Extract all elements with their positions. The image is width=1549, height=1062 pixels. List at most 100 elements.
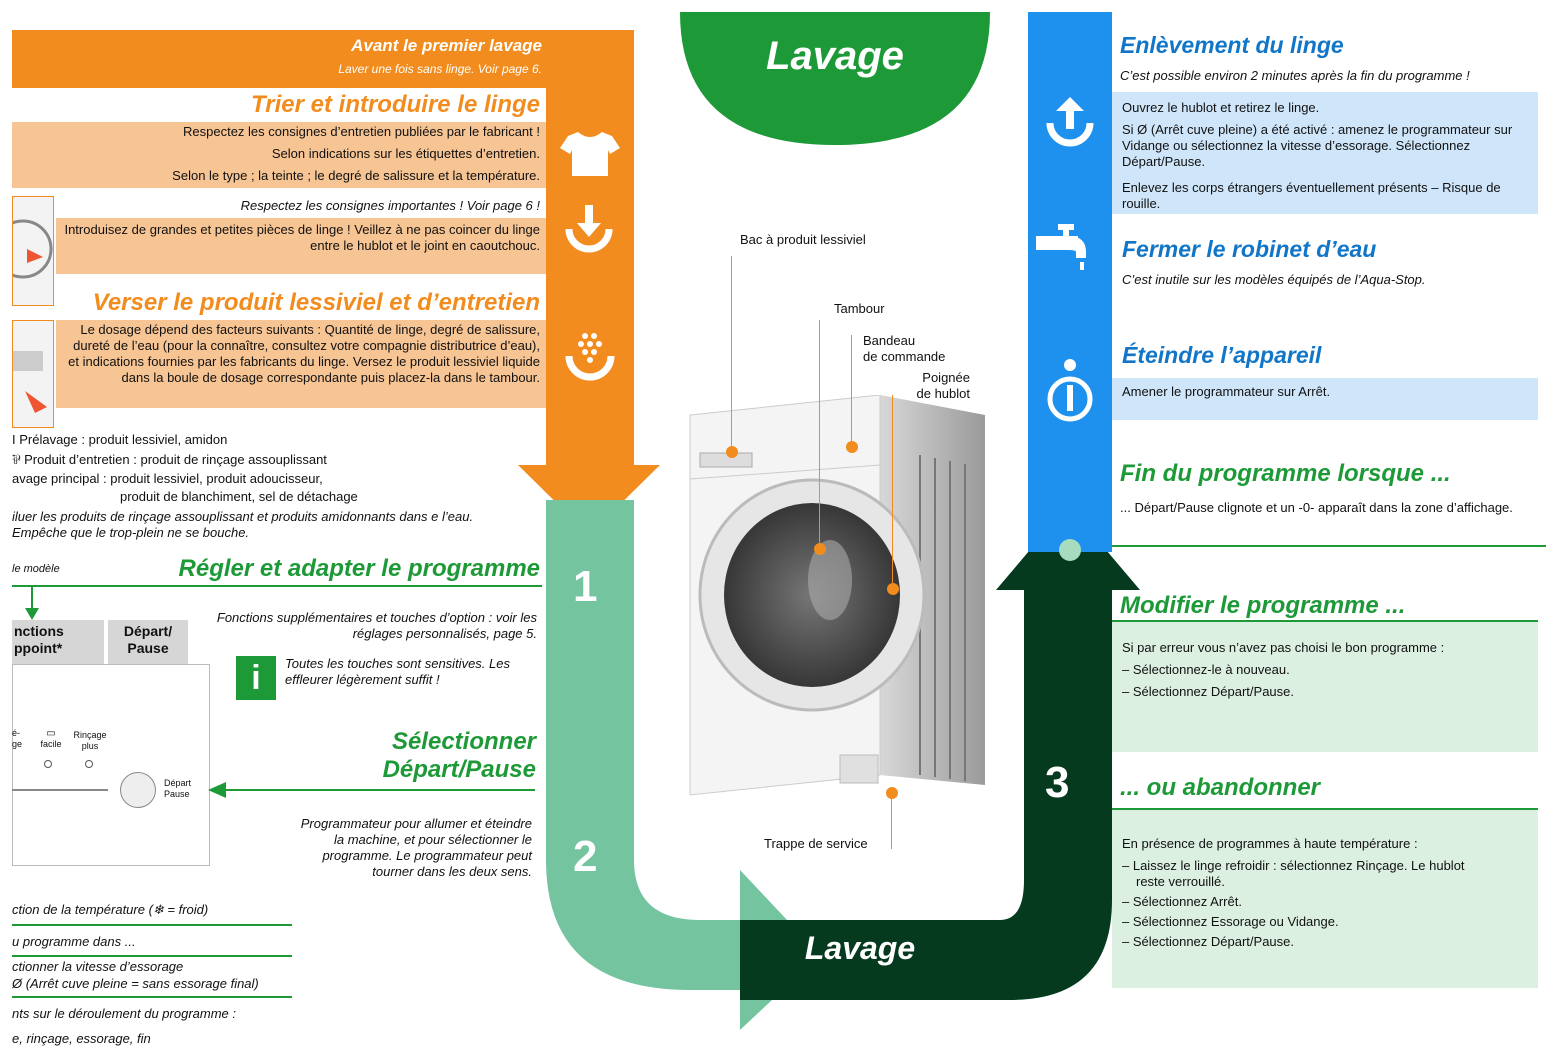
- step-number-2: 2: [573, 832, 598, 881]
- label-bac: Bac à produit lessiviel: [740, 232, 866, 247]
- abandonner-item: – Sélectionnez Départ/Pause.: [1122, 934, 1294, 949]
- compartment-4: produit de blanchiment, sel de détachage: [120, 489, 358, 504]
- teal-band: [546, 500, 820, 1030]
- avant-title: Avant le premier lavage: [351, 36, 542, 55]
- compartment-2: ⅌ Produit d’entretien : produit de rinça…: [12, 452, 327, 467]
- modifier-item: – Sélectionnez-le à nouveau.: [1122, 662, 1290, 677]
- top-lavage-title: Lavage: [766, 34, 904, 78]
- abandonner-item: – Sélectionnez Arrêt.: [1122, 894, 1242, 909]
- fonctions-button[interactable]: nctions ppoint*: [12, 620, 104, 665]
- enlevement-line-1: Ouvrez le hublot et retirez le linge.: [1122, 100, 1320, 115]
- bottom-line-6: e, rinçage, essorage, fin: [12, 1031, 151, 1046]
- compartment-1: I Prélavage : produit lessiviel, amidon: [12, 432, 228, 447]
- verser-title: Verser le produit lessiviel et d’entreti…: [92, 289, 540, 316]
- step-number-1: 1: [573, 562, 598, 611]
- panel-depart-label: Départ Pause: [164, 778, 192, 799]
- fermer-subtitle: C’est inutile sur les modèles équipés de…: [1122, 272, 1426, 287]
- download-arrow-icon: [565, 205, 613, 253]
- bottom-lavage-title: Lavage: [804, 930, 916, 966]
- step-number-3: 3: [1045, 758, 1070, 807]
- bottom-line-4: Ø (Arrêt cuve pleine = sans essorage fin…: [12, 976, 259, 991]
- compartment-3: avage principal : produit lessiviel, pro…: [12, 471, 323, 486]
- eteindre-text: Amener le programmateur sur Arrêt.: [1122, 384, 1331, 399]
- dot-poignee: [887, 583, 899, 595]
- introduire-text: Introduisez de grandes et petites pièces…: [64, 222, 540, 253]
- depart-pointer-line: [225, 789, 535, 791]
- bottom-rule-1: [12, 924, 292, 926]
- abandonner-rule: [1112, 808, 1538, 810]
- eteindre-box: [1112, 378, 1538, 420]
- abandonner-title: ... ou abandonner: [1120, 774, 1321, 801]
- modifier-rule: [1112, 620, 1538, 622]
- light-dot: [1059, 539, 1081, 561]
- panel-option-3[interactable]: Rinçage plus: [73, 730, 107, 751]
- enlevement-line-3: Enlevez les corps étrangers éventuelleme…: [1122, 180, 1501, 211]
- dot-bandeau: [846, 441, 858, 453]
- trier-line-1: Respectez les consignes d’entretien publ…: [183, 124, 540, 139]
- detergent-icon: [565, 333, 615, 381]
- upload-arrow-icon: [1046, 97, 1094, 147]
- dark-green-band: [740, 505, 1140, 1000]
- dot-tambour: [814, 543, 826, 555]
- verser-box: [56, 320, 546, 408]
- trier-line-3: Selon le type ; la teinte ; le degré de …: [172, 168, 540, 183]
- dot-bac: [726, 446, 738, 458]
- panel-option-2[interactable]: ▭ facile: [36, 728, 66, 750]
- green-down-arrow: [25, 586, 39, 620]
- enlevement-subtitle: C’est possible environ 2 minutes après l…: [1120, 68, 1470, 83]
- abandonner-intro: En présence de programmes à haute tempér…: [1122, 836, 1418, 851]
- iron-icon: ▭: [46, 728, 56, 739]
- label-trappe: Trappe de service: [764, 836, 868, 851]
- lead-tambour: [819, 320, 820, 543]
- panel-option-1[interactable]: é- ge: [12, 728, 23, 749]
- abandonner-box: [1112, 810, 1538, 988]
- bottom-rule-3: [12, 996, 292, 998]
- shirt-icon: [560, 132, 620, 176]
- fin-text: ... Départ/Pause clignote et un -0- appa…: [1120, 500, 1513, 515]
- lead-bandeau: [851, 335, 852, 441]
- enlevement-box: [1112, 92, 1538, 214]
- trier-line-2: Selon indications sur les étiquettes d’e…: [271, 146, 540, 161]
- regler-title: Régler et adapter le programme: [178, 555, 540, 582]
- dot-trappe: [886, 787, 898, 799]
- regler-rule: [12, 585, 542, 587]
- trier-title: Trier et introduire le linge: [251, 91, 540, 118]
- introduire-box: [56, 218, 546, 274]
- modifier-box: [1112, 622, 1538, 752]
- fin-rule: [1112, 545, 1546, 547]
- avant-subtitle: Laver une fois sans linge. Voir page 6.: [338, 62, 542, 76]
- selectionner-title-2: Départ/Pause: [382, 756, 536, 783]
- enlevement-line-2: Si Ø (Arrêt cuve pleine) a été activé : …: [1122, 122, 1513, 169]
- abandonner-item: – Sélectionnez Essorage ou Vidange.: [1122, 914, 1339, 929]
- abandonner-list: – Laissez le linge refroidir : sélection…: [1122, 858, 1482, 950]
- led-2: [44, 760, 52, 768]
- led-3: [85, 760, 93, 768]
- fermer-title: Fermer le robinet d’eau: [1122, 236, 1377, 262]
- bottom-line-1: ction de la température (❄ = froid): [12, 902, 209, 917]
- modifier-item: – Sélectionnez Départ/Pause.: [1122, 684, 1294, 699]
- modele-label: le modèle: [12, 563, 60, 575]
- modifier-title: Modifier le programme ...: [1120, 592, 1406, 619]
- bottom-rule-2: [12, 955, 292, 957]
- panel-option-2-label: facile: [40, 739, 62, 749]
- modifier-intro: Si par erreur vous n’avez pas choisi le …: [1122, 640, 1445, 655]
- diluer-note: iluer les produits de rinçage assoupliss…: [12, 509, 474, 540]
- fonctions-note: Fonctions supplémentaires et touches d’o…: [216, 610, 537, 641]
- washing-machine-illustration: [689, 395, 985, 796]
- panel-slider[interactable]: [12, 789, 108, 791]
- lead-bac: [731, 256, 732, 446]
- lead-trappe: [891, 799, 892, 849]
- depart-dial[interactable]: [120, 772, 156, 808]
- drawer-illustration: [12, 320, 54, 428]
- label-bandeau: Bandeau de commande: [863, 333, 946, 364]
- power-icon: [1047, 359, 1093, 422]
- bottom-line-2: u programme dans ...: [12, 934, 136, 949]
- blue-band: [1028, 12, 1112, 552]
- green-semicircle: [680, 12, 990, 145]
- programmateur-text: Programmateur pour allumer et éteindre l…: [300, 816, 532, 879]
- depart-pause-button[interactable]: Départ/ Pause: [108, 620, 188, 665]
- trier-box: [12, 122, 546, 188]
- abandonner-item: – Laissez le linge refroidir : sélection…: [1122, 858, 1465, 889]
- selectionner-title-1: Sélectionner: [391, 728, 536, 755]
